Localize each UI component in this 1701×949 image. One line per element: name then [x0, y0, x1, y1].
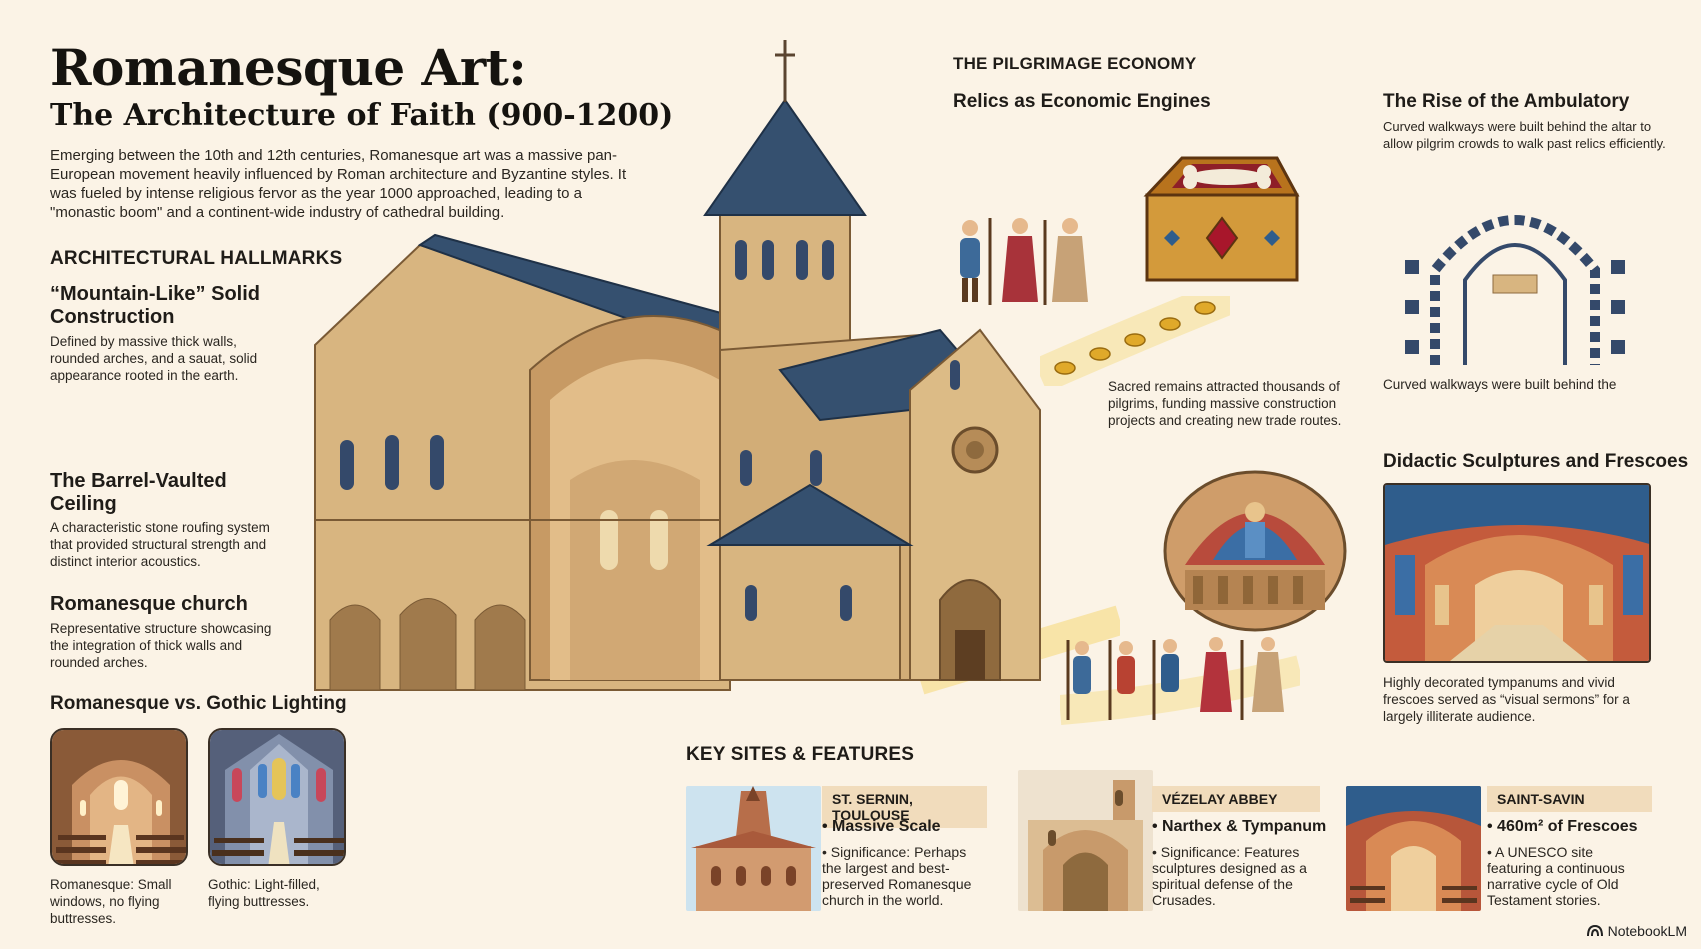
romanesque-caption: Romanesque: Small windows, no flying but… — [50, 877, 172, 926]
ambulatory-plan-image — [1405, 180, 1625, 365]
lighting-heading: Romanesque vs. Gothic Lighting — [50, 693, 347, 714]
pilgrims-group-top — [950, 210, 1120, 310]
didactic-title: Didactic Sculptures and Frescoes — [1383, 451, 1689, 472]
pilgrimage-subheading: Relics as Economic Engines — [953, 91, 1211, 112]
site-detail-vezelay: Significance: Features sculptures design… — [1152, 844, 1312, 908]
hallmark-title-3: Romanesque church — [50, 593, 248, 615]
hallmark-desc-2: A characteristic stone roufing system th… — [50, 520, 270, 569]
hallmark-title-1: “Mountain-Like” Solid Construction — [50, 283, 260, 328]
vezelay-image — [1018, 770, 1153, 911]
gothic-caption: Gothic: Light-filled, flying buttresses. — [208, 877, 320, 909]
st-sernin-image — [686, 786, 821, 911]
hallmarks-heading: ARCHITECTURAL HALLMARKS — [50, 248, 343, 269]
notebooklm-logo-text: NotebookLM — [1607, 923, 1687, 939]
hallmark-title-2: The Barrel-Vaulted Ceiling — [50, 470, 227, 515]
site-tag-saint-savin: SAINT-SAVIN — [1487, 786, 1652, 812]
site-feature-st-sernin: Massive Scale — [822, 818, 941, 836]
didactic-desc: Highly decorated tympanums and vivid fre… — [1383, 675, 1630, 724]
gothic-interior-image — [208, 728, 346, 866]
ambulatory-title: The Rise of the Ambulatory — [1383, 91, 1630, 112]
ambulatory-desc: Curved walkways were built behind the al… — [1383, 119, 1666, 151]
key-sites-heading: KEY SITES & FEATURES — [686, 744, 915, 765]
pilgrimage-desc: Sacred remains attracted thousands of pi… — [1108, 379, 1342, 428]
coin-path-image — [1032, 279, 1237, 393]
page-subtitle: The Architecture of Faith (900-1200) — [50, 98, 674, 133]
fresco-interior-image — [1383, 483, 1651, 663]
page-title: Romanesque Art: — [50, 38, 527, 97]
notebooklm-logo-icon — [1586, 925, 1603, 937]
intro-text: Emerging between the 10th and 12th centu… — [50, 147, 627, 221]
site-detail-text-vezelay: Significance: Features sculptures design… — [1152, 844, 1307, 908]
site-detail-text-saint-savin: A UNESCO site featuring a continuous nar… — [1487, 844, 1625, 908]
site-tag-vezelay: VÉZELAY ABBEY — [1152, 786, 1320, 812]
site-detail-text-st-sernin: Significance: Perhaps the largest and be… — [822, 844, 972, 908]
site-detail-saint-savin: A UNESCO site featuring a continuous nar… — [1487, 844, 1647, 908]
site-feature-saint-savin: 460m² of Frescoes — [1487, 818, 1638, 836]
reliquary-chest-image — [1122, 150, 1302, 290]
romanesque-interior-image — [50, 728, 188, 866]
saint-savin-image — [1346, 786, 1481, 911]
hallmark-desc-3: Representative structure showcasing the … — [50, 621, 272, 670]
ambulatory-caption: Curved walkways were built behind the — [1383, 377, 1617, 392]
hallmark-desc-1: Defined by massive thick walls, rounded … — [50, 334, 258, 383]
notebooklm-logo: NotebookLM — [1586, 923, 1687, 939]
site-detail-st-sernin: Significance: Perhaps the largest and be… — [822, 844, 982, 908]
pilgrimage-heading: THE PILGRIMAGE ECONOMY — [953, 54, 1197, 73]
site-feature-vezelay: Narthex & Tympanum — [1152, 818, 1326, 836]
tympanum-image — [1163, 470, 1348, 632]
church-illustration — [300, 40, 1125, 740]
pilgrims-group-bottom — [1058, 630, 1304, 730]
